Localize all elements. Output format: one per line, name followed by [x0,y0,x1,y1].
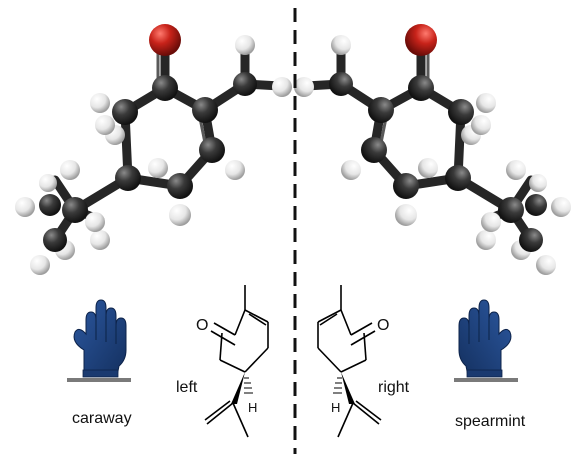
caraway-wedge-bond [231,372,245,404]
caraway-skeletal-structure [204,285,269,438]
caraway-oxygen-label: O [196,317,208,334]
right-glove-icon [453,299,519,383]
spearmint-hash-bond [333,377,342,394]
spearmint-label: spearmint [455,413,526,430]
spearmint-hydrogen-label: H [331,400,340,415]
spearmint-ball-and-stick-model [294,24,571,275]
left-glove-icon [66,299,132,383]
spearmint-skeletal-structure [317,285,382,438]
caraway-hash-bond [244,377,253,394]
right-handedness-label: right [378,379,410,396]
caraway-label: caraway [72,410,132,427]
spearmint-wedge-bond [341,372,355,404]
caraway-ball-and-stick-model [15,24,292,275]
spearmint-oxygen-label: O [377,317,389,334]
caraway-hydrogen-label: H [248,400,257,415]
left-handedness-label: left [176,379,198,396]
